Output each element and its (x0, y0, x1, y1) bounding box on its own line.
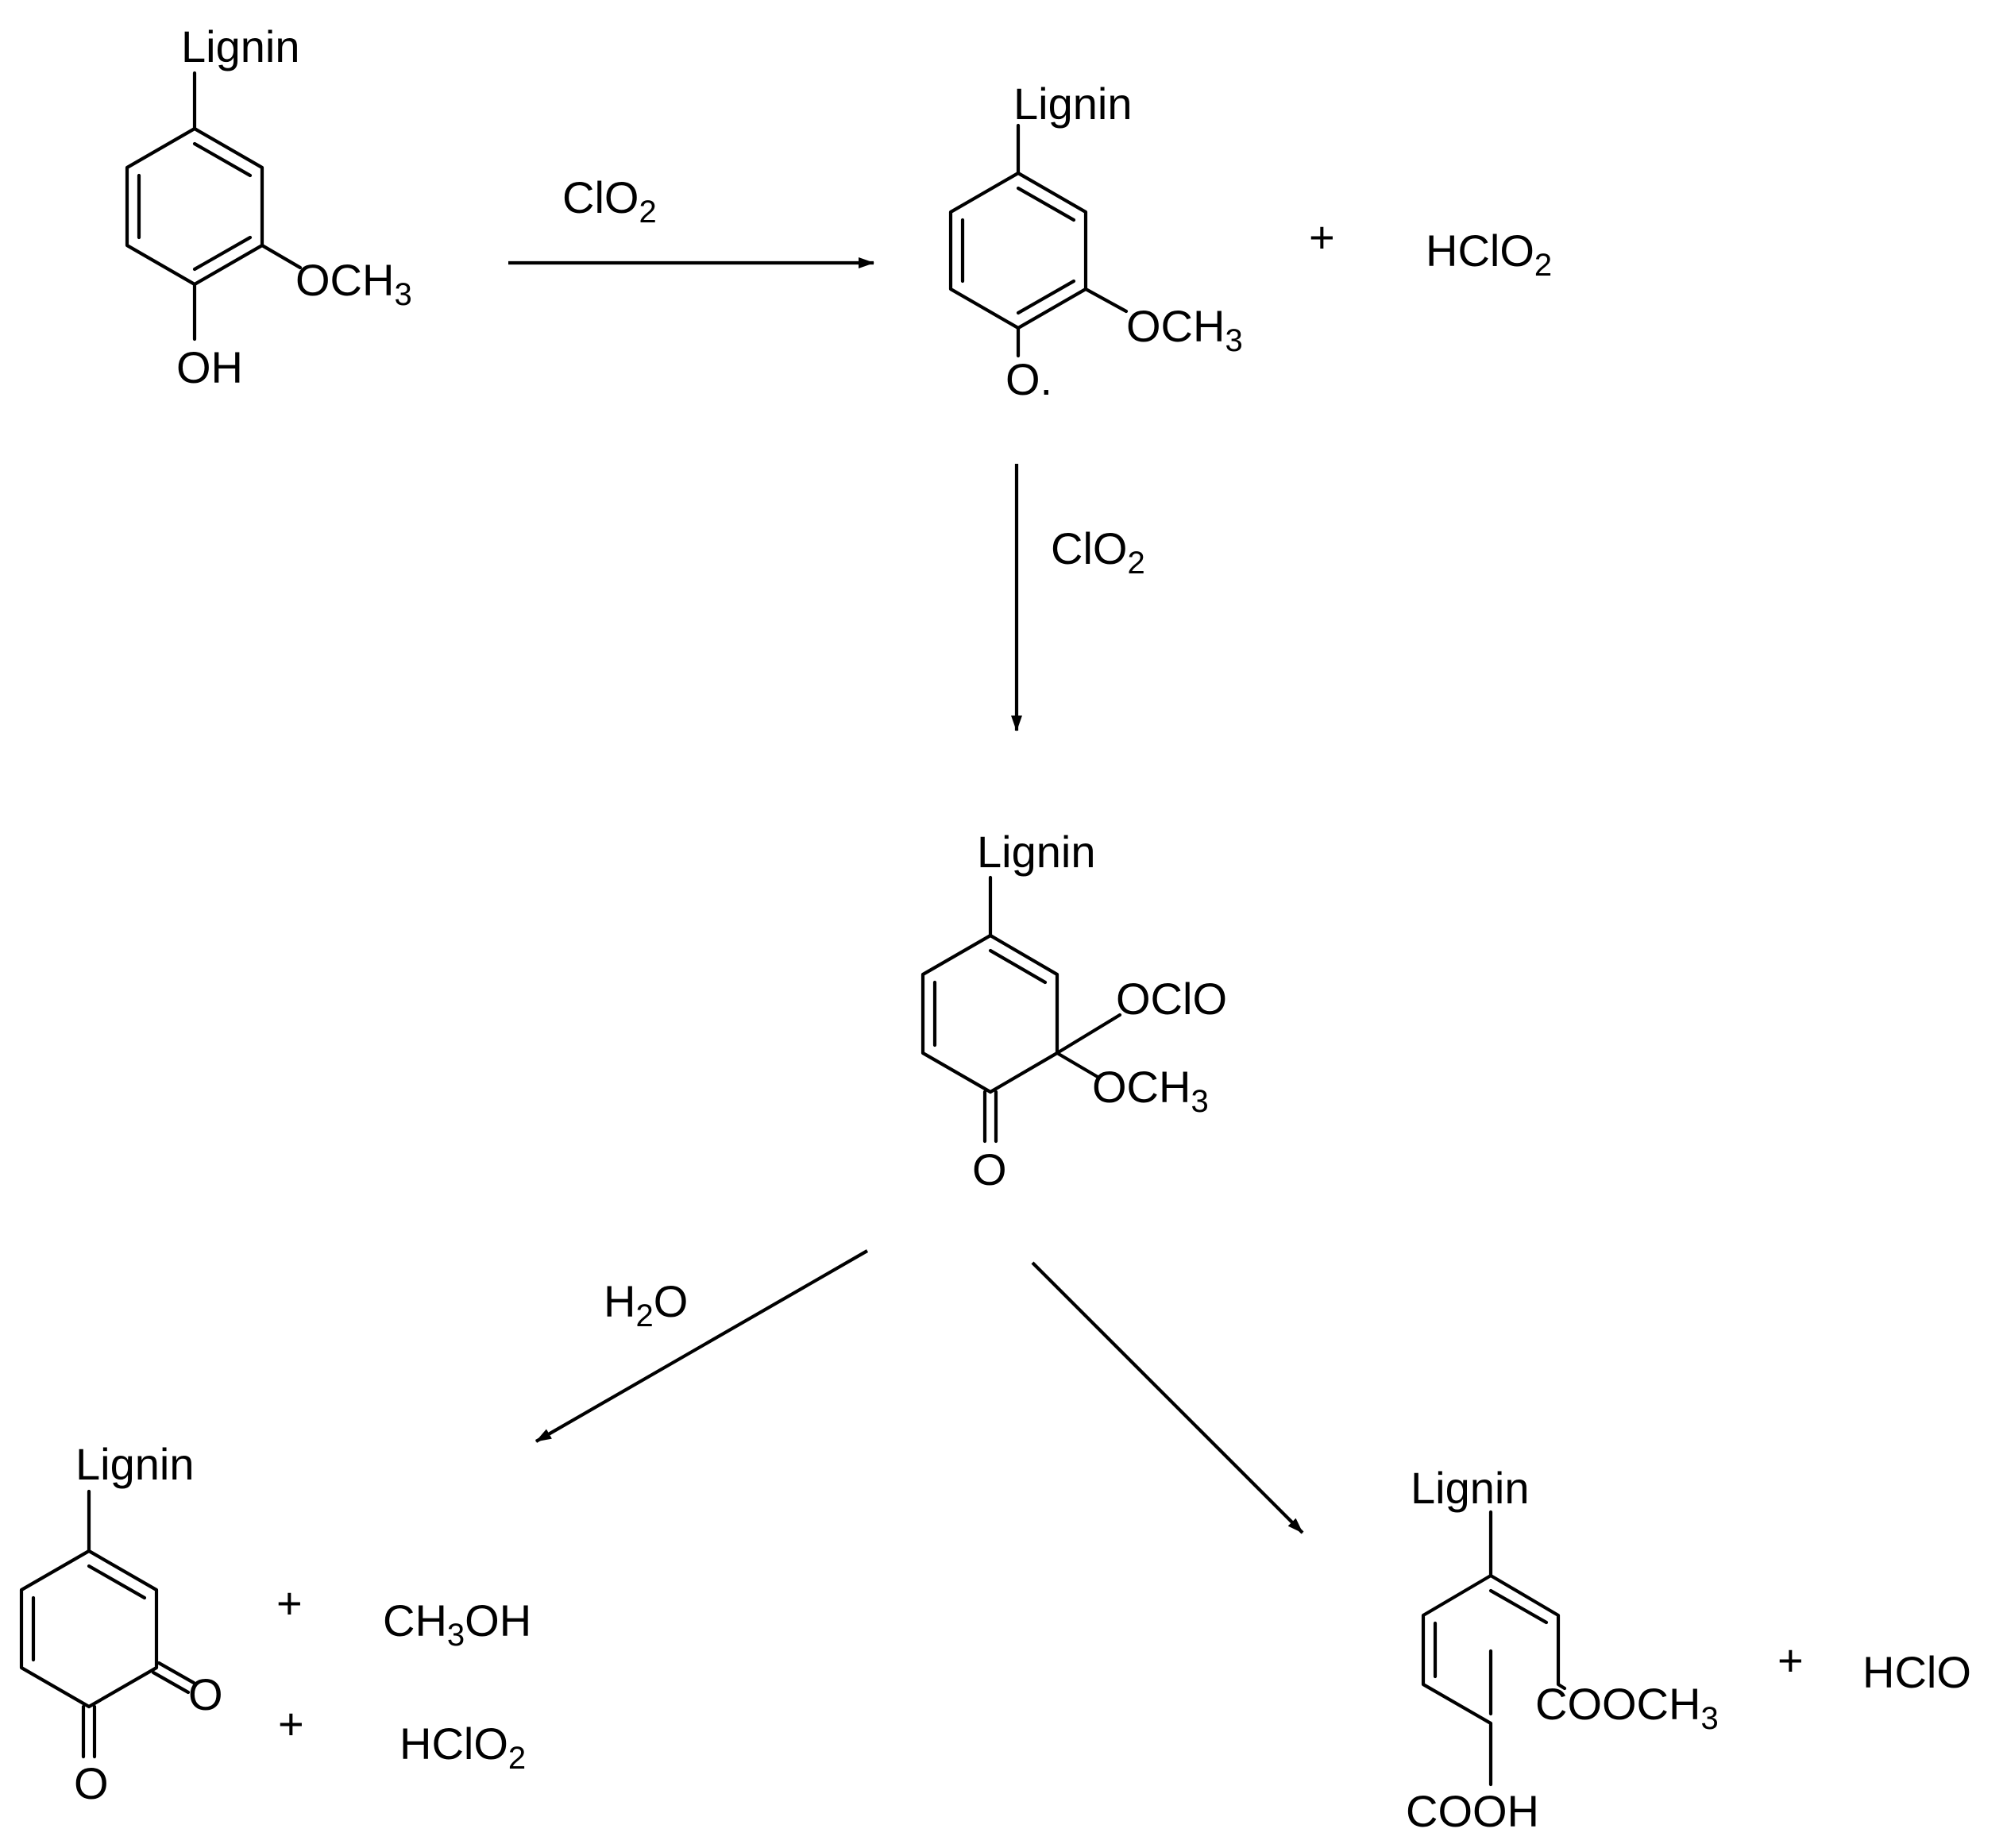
step1-reagent: ClO2 (562, 172, 657, 230)
arrow-step3-left (535, 1249, 869, 1443)
radical-lignin-label: Lignin (1013, 79, 1132, 129)
intermediate-ring-bonds (921, 933, 1059, 1094)
intermediate-ocl-bond (1055, 1013, 1122, 1055)
arrow-step3-right (1031, 1261, 1304, 1534)
reactant-ring-bonds (125, 126, 264, 287)
intermediate-carbonyl-bond (982, 1090, 998, 1144)
muconic-double-bonds (1433, 1588, 1549, 1679)
radical-oxy-label: O. (1005, 354, 1052, 404)
muconic-chain-bonds (1421, 1510, 1567, 1787)
muconic-hypochlorous-acid: HClO (1862, 1647, 1971, 1697)
radical-methoxy-bond (1083, 287, 1129, 314)
step2-reagent: ClO2 (1051, 523, 1145, 581)
radical-ring-bonds (948, 171, 1088, 330)
intermediate-ring-double-bonds (932, 948, 1048, 1047)
structure-radical: Lignin OCH3 O. (948, 79, 1243, 404)
radical-plus: + (1309, 212, 1335, 262)
structure-intermediate: Lignin OClO OCH3 O (921, 827, 1227, 1194)
quinone-plus-1: + (276, 1578, 303, 1628)
intermediate-ocl-label: OClO (1116, 974, 1227, 1024)
quinone-carbonyl-2-label: O (74, 1758, 109, 1808)
reactant-ring-double-bonds (137, 141, 253, 272)
quinone-ring-double-bonds (31, 1564, 147, 1662)
muconic-ester-label: COOCH3 (1535, 1679, 1719, 1736)
quinone-plus-2: + (278, 1699, 304, 1749)
structure-quinone: Lignin O O (19, 1439, 223, 1808)
quinone-carbonyl-bond-1 (151, 1661, 196, 1695)
reactant-methoxy-label: OCH3 (295, 255, 412, 312)
reactant-hydroxyl-label: OH (176, 342, 243, 392)
quinone-carbonyl-bond-2 (81, 1704, 97, 1759)
intermediate-lignin-label: Lignin (977, 827, 1095, 877)
muconic-plus: + (1777, 1635, 1804, 1685)
intermediate-methoxy-bond (1055, 1051, 1100, 1079)
quinone-ring-bonds (19, 1549, 159, 1709)
muconic-acid-label: COOH (1406, 1786, 1539, 1836)
structure-reactant: Lignin OCH3 OH (125, 21, 412, 392)
radical-coproduct: HClO2 (1426, 226, 1552, 283)
muconic-lignin-label: Lignin (1411, 1463, 1529, 1513)
step3-left-reagent: H2O (604, 1276, 688, 1333)
structure-muconic: Lignin COOCH3 COOH (1406, 1463, 1719, 1836)
reactant-methoxy-bond (260, 243, 303, 270)
quinone-chlorous-acid: HClO2 (399, 1719, 526, 1776)
radical-methoxy-label: OCH3 (1126, 301, 1243, 358)
quinone-carbonyl-1-label: O (188, 1669, 223, 1719)
radical-ring-double-bonds (960, 186, 1076, 315)
intermediate-carbonyl-label: O (972, 1144, 1007, 1194)
quinone-lignin-label: Lignin (75, 1439, 194, 1489)
reactant-lignin-label: Lignin (181, 21, 299, 71)
methanol-label: CH3OH (383, 1595, 531, 1653)
intermediate-methoxy-label: OCH3 (1092, 1062, 1209, 1119)
